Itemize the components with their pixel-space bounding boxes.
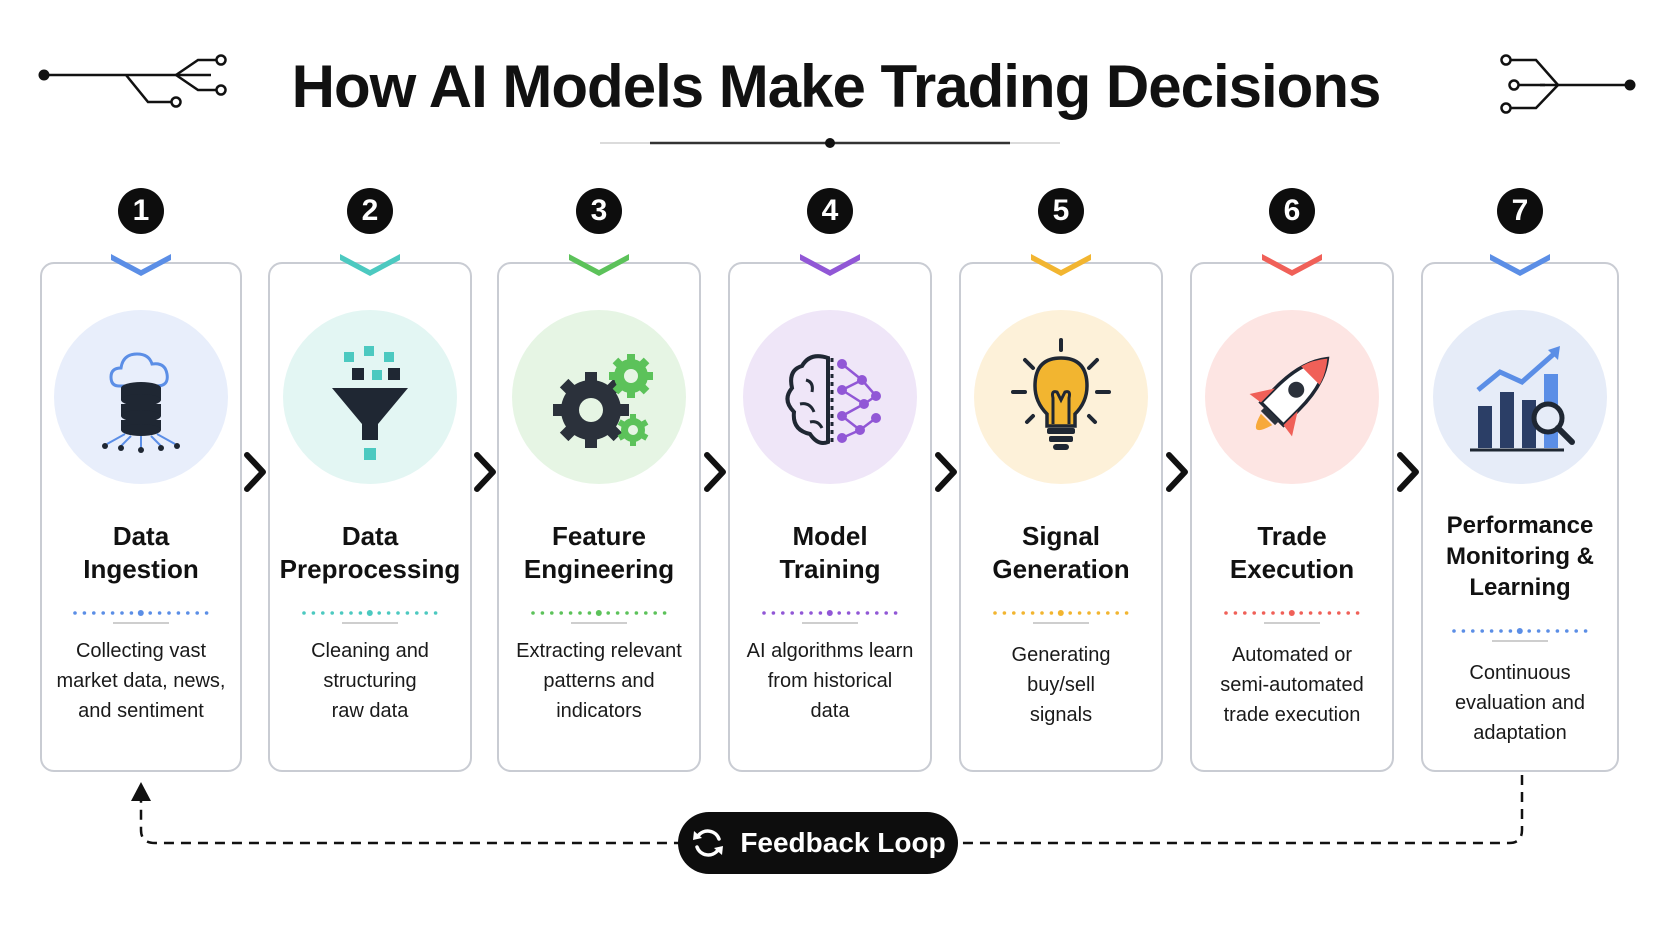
chevron-right-icon <box>1165 452 1188 492</box>
step-3-divider <box>531 610 667 624</box>
step-1-divider <box>73 610 209 624</box>
step-5-title: Signal Generation <box>992 521 1130 584</box>
chevron-right-icon <box>934 452 957 492</box>
step-2-title: Data Preprocessing <box>279 521 461 584</box>
step-2-number-badge: 2 <box>347 188 393 234</box>
step-3-chevron-icon <box>569 254 629 276</box>
step-7-title: Performance Monitoring & Learning <box>1446 512 1594 601</box>
step-5-number-badge: 5 <box>1038 188 1084 234</box>
chevron-right-icon <box>473 452 496 492</box>
step-7-description: Continuous evaluation and adaptation <box>1454 662 1586 744</box>
step-3-number-badge: 3 <box>576 188 622 234</box>
step-4-divider <box>762 610 898 624</box>
funnel-icon <box>332 346 408 460</box>
step-7-divider <box>1452 628 1588 642</box>
growth-chart-icon <box>1470 346 1575 452</box>
step-5-divider <box>993 610 1129 624</box>
loop-arrowhead-icon <box>131 782 151 801</box>
step-7-icon-circle <box>1433 310 1607 484</box>
lightbulb-icon <box>1011 338 1111 450</box>
step-6-description: Automated or semi-automated trade execut… <box>1220 644 1364 726</box>
step-3-title: Feature Engineering <box>523 521 675 584</box>
feedback-loop-badge: Feedback Loop <box>678 812 958 874</box>
step-5-description: Generating buy/sell signals <box>1011 644 1111 726</box>
step-6-title: Trade Execution <box>1229 521 1355 584</box>
step-6-chevron-icon <box>1262 254 1322 276</box>
page-title: How AI Models Make Trading Decisions <box>291 53 1382 120</box>
title-underline <box>600 138 1060 148</box>
step-3-description: Extracting relevant patterns and indicat… <box>516 640 682 722</box>
step-7-number-badge: 7 <box>1497 188 1543 234</box>
step-7-chevron-icon <box>1490 254 1550 276</box>
chevron-right-icon <box>244 452 266 492</box>
feedback-loop-label: Feedback Loop <box>740 827 946 858</box>
circuit-left-decoration <box>38 54 227 108</box>
step-1-number-badge: 1 <box>118 188 164 234</box>
step-4-description: AI algorithms learn from historical data <box>746 640 914 722</box>
brain-network-icon <box>785 354 881 445</box>
rocket-icon <box>1249 356 1330 437</box>
step-1-description: Collecting vast market data, news, and s… <box>56 640 226 722</box>
step-4-number-badge: 4 <box>807 188 853 234</box>
step-6-divider <box>1224 610 1360 624</box>
step-4-chevron-icon <box>800 254 860 276</box>
step-1-chevron-icon <box>111 254 171 276</box>
cloud-database-icon <box>102 352 180 453</box>
chevron-right-icon <box>703 452 726 492</box>
circuit-right-decoration <box>1500 54 1636 114</box>
step-4-title: Model Training <box>779 521 881 584</box>
step-2-divider <box>302 610 438 624</box>
step-1-title: Data Ingestion <box>83 521 199 584</box>
step-2-description: Cleaning and structuring raw data <box>311 640 429 722</box>
gears-icon <box>553 354 653 448</box>
refresh-icon <box>693 829 724 857</box>
chevron-right-icon <box>1396 452 1419 492</box>
step-6-number-badge: 6 <box>1269 188 1315 234</box>
step-5-chevron-icon <box>1031 254 1091 276</box>
step-2-chevron-icon <box>340 254 400 276</box>
